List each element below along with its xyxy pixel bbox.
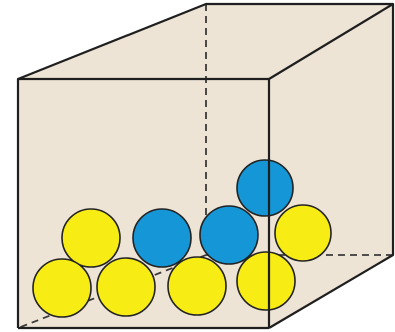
blue-ball-1 [236, 159, 294, 217]
yellow-ball-6 [236, 251, 296, 311]
yellow-ball-2 [61, 208, 121, 268]
yellow-ball-3 [32, 258, 92, 318]
box-top-outline [17, 2, 395, 81]
yellow-ball-1 [274, 204, 332, 262]
box-front-outline [16, 77, 271, 328]
blue-ball-3 [199, 205, 259, 265]
balls-group [32, 159, 332, 318]
blue-ball-2 [132, 208, 192, 268]
box-right-outline [268, 4, 395, 329]
yellow-ball-4 [96, 257, 156, 317]
yellow-ball-5 [167, 256, 227, 316]
